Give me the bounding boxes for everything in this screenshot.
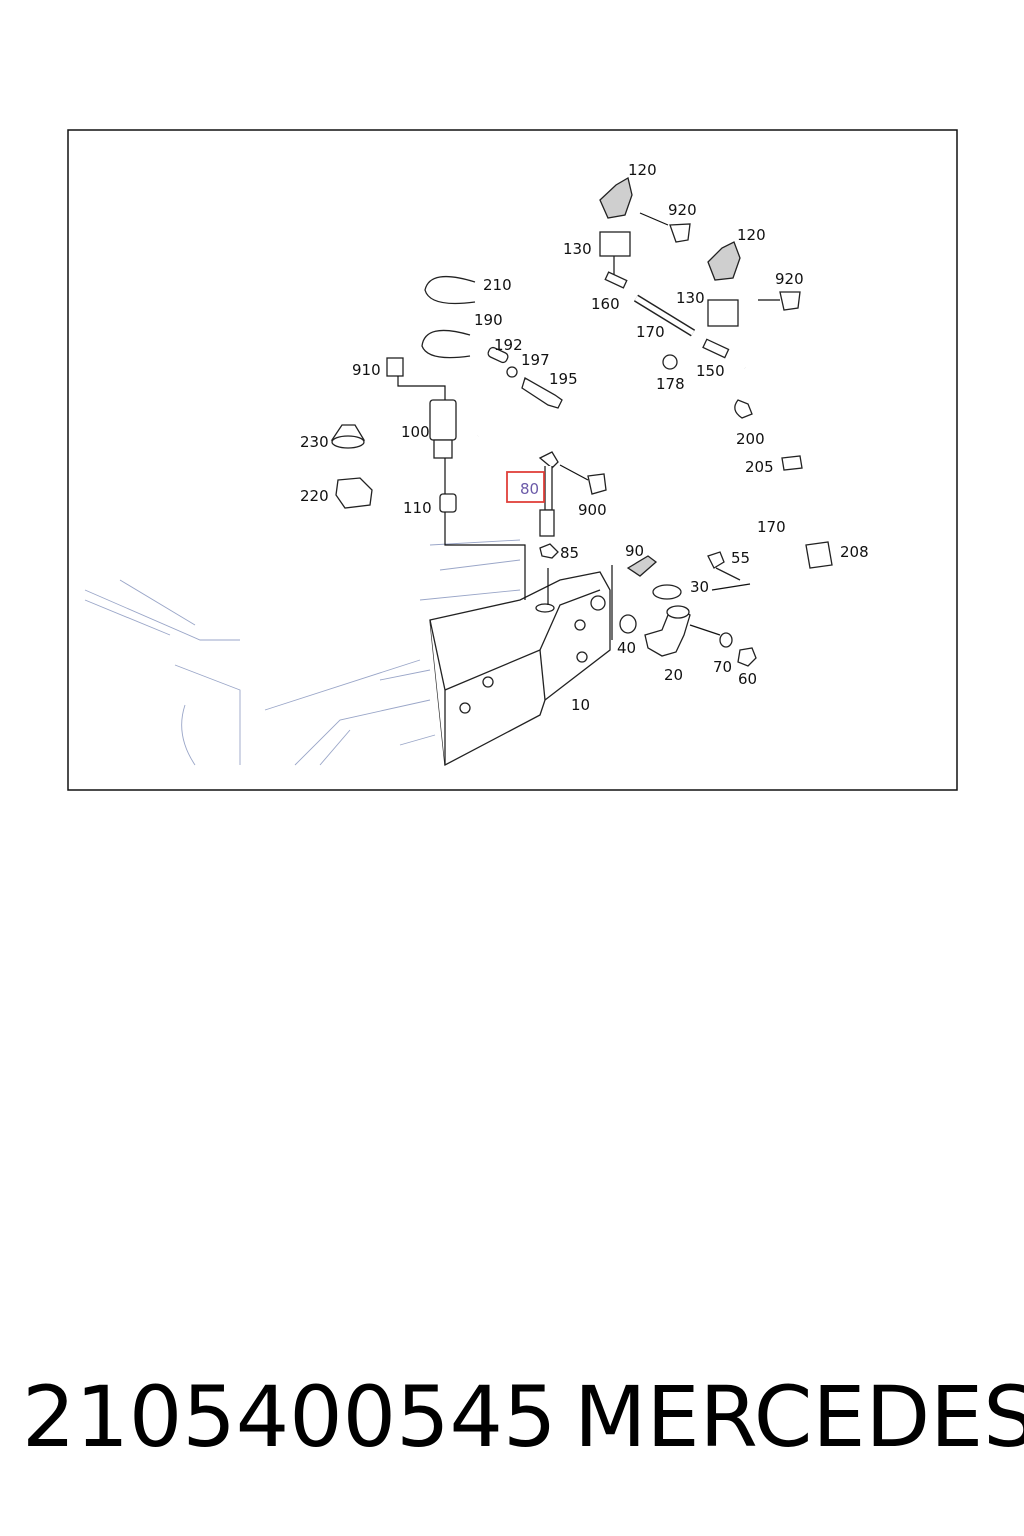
callout-110: 110: [403, 499, 432, 517]
callout-230: 230: [300, 433, 329, 451]
callout-100: 100: [401, 423, 430, 441]
washer-pump: [386, 357, 457, 513]
callout-120b: 120: [737, 226, 766, 244]
callout-130b: 130: [676, 289, 705, 307]
callout-150: 150: [696, 362, 725, 380]
callout-920a: 920: [668, 201, 697, 219]
callout-910: 910: [352, 361, 381, 379]
nozzle-right: [707, 241, 741, 327]
callout-55: 55: [731, 549, 750, 567]
callout-900: 900: [578, 501, 607, 519]
callout-200: 200: [736, 430, 765, 448]
level-sensor: [330, 424, 373, 509]
small-fittings: [604, 271, 730, 370]
parts-diagram: 120 920 130 120 160 130 920 170 210 190 …: [67, 129, 958, 791]
callout-30: 30: [690, 578, 709, 596]
callout-160: 160: [591, 295, 620, 313]
nozzle-left: [599, 176, 633, 278]
callout-10: 10: [571, 696, 590, 714]
brand-caption: MERCEDES: [574, 1368, 1024, 1466]
callout-205: 205: [745, 458, 774, 476]
callout-60: 60: [738, 670, 757, 688]
callout-208: 208: [840, 543, 869, 561]
callout-220: 220: [300, 487, 329, 505]
callout-20: 20: [664, 666, 683, 684]
callout-80: 80: [520, 480, 539, 498]
washer-reservoir: [429, 571, 611, 767]
callout-178: 178: [656, 375, 685, 393]
level-indicator: [538, 451, 559, 537]
callout-labels: 120 920 130 120 160 130 920 170 210 190 …: [300, 161, 869, 714]
callout-70: 70: [713, 658, 732, 676]
callout-40: 40: [617, 639, 636, 657]
callout-130a: 130: [563, 240, 592, 258]
callout-192: 192: [494, 336, 523, 354]
part-number-caption: 2105400545: [22, 1368, 557, 1466]
callout-195: 195: [549, 370, 578, 388]
callout-210: 210: [483, 276, 512, 294]
highlight-box: [506, 471, 545, 503]
small-parts: [539, 399, 833, 667]
callout-197: 197: [521, 351, 550, 369]
callout-190: 190: [474, 311, 503, 329]
cover-caps: [669, 223, 801, 311]
hose-long: [477, 365, 822, 518]
clamps: [421, 275, 563, 409]
leader-lines: [397, 212, 780, 640]
callout-170b: 170: [757, 518, 786, 536]
callout-85: 85: [560, 544, 579, 562]
callout-90: 90: [625, 542, 644, 560]
callout-170a: 170: [636, 323, 665, 341]
callout-120a: 120: [628, 161, 657, 179]
hose-short: [633, 294, 696, 337]
callout-920b: 920: [775, 270, 804, 288]
filler-neck: [644, 605, 691, 657]
